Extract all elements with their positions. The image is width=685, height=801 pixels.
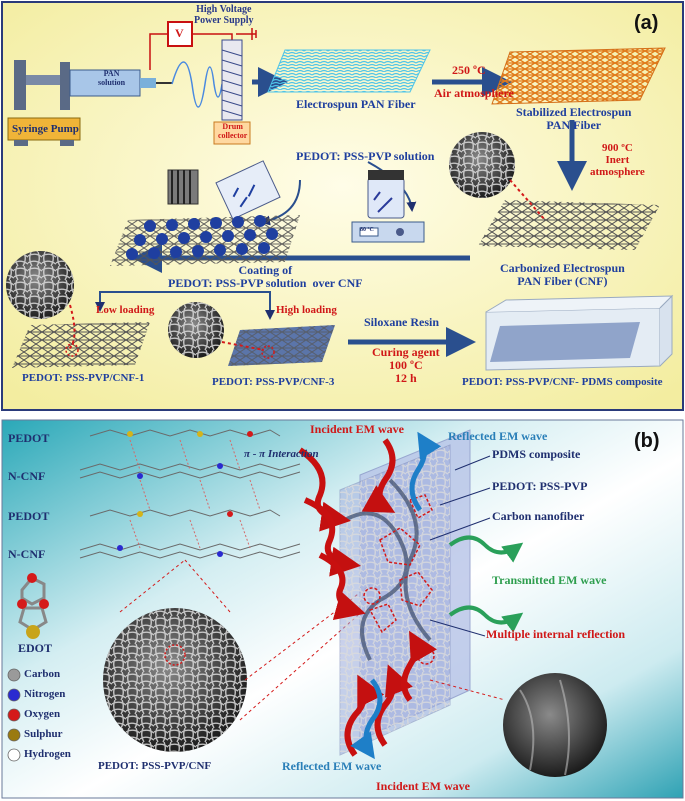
- pouring-beaker-illustration: [167, 160, 281, 220]
- coating-label: Coating of PEDOT: PSS-PVP solution over …: [168, 263, 363, 291]
- drum-collector-illustration: [213, 39, 251, 145]
- incident-top-label: Incident EM wave: [310, 422, 404, 436]
- voltage-symbol: V: [175, 26, 184, 40]
- electrospun-fiber-label: Electrospun PAN Fiber: [296, 97, 416, 111]
- stabilized-fiber-mat: [491, 47, 666, 105]
- legend-dot-carbon: [7, 668, 21, 682]
- legend-hydrogen: Hydrogen: [24, 748, 71, 760]
- power-supply-illustration: [149, 21, 257, 70]
- pedot-solution-label: PEDOT: PSS-PVP solution: [296, 149, 435, 163]
- temp-900-label: 900 ºC Inert atmosphere: [590, 142, 645, 179]
- pedot-coated-mesh: [110, 215, 300, 266]
- reflected-top-label: Reflected EM wave: [448, 429, 548, 443]
- transmitted-wave-arrows: [448, 535, 524, 633]
- solution-hotplate-illustration: [351, 170, 425, 243]
- reflected-wave-top-arrow: [409, 431, 442, 512]
- carbonized-fiber-label: Carbonized Electrospun PAN Fiber (CNF): [500, 261, 625, 289]
- incident-wave-top-arrows: [298, 438, 396, 620]
- reflected-bottom-label: Reflected EM wave: [282, 759, 382, 773]
- stack-label-pedot-2: PEDOT: [8, 509, 50, 523]
- legend-dot-oxygen: [7, 708, 21, 722]
- cnf1-mesh: [12, 322, 150, 368]
- atom-legend: [7, 668, 21, 762]
- cnf3-label: PEDOT: PSS-PVP/CNF-3: [212, 376, 335, 388]
- arrow-low-loading: [95, 291, 168, 312]
- stack-label-ncnf-2: N-CNF: [8, 547, 46, 561]
- molecular-stack-atoms: [117, 431, 253, 557]
- pan-solution-label: PAN solution: [98, 69, 126, 87]
- composite-label: PEDOT: PSS-PVP/CNF- PDMS composite: [462, 376, 663, 388]
- legend-nitrogen: Nitrogen: [24, 688, 66, 700]
- panel-b-tag: (b): [634, 430, 660, 452]
- cnf1-label: PEDOT: PSS-PVP/CNF-1: [22, 372, 145, 384]
- edot-molecule: [17, 573, 49, 639]
- incident-wave-bottom-arrows: [344, 630, 437, 757]
- arrow-high-loading: [168, 291, 275, 320]
- high-loading-label: High loading: [276, 304, 337, 316]
- sem-caption: PEDOT: PSS-PVP/CNF: [98, 760, 212, 772]
- reflected-wave-bottom-arrow: [350, 678, 383, 760]
- carbon-nanofiber-label: Carbon nanofiber: [492, 509, 585, 523]
- multiple-reflection-label: Multiple internal reflection: [486, 627, 626, 641]
- incident-bottom-label: Incident EM wave: [376, 779, 470, 793]
- electrospun-pan-mat: [267, 49, 431, 93]
- legend-carbon: Carbon: [24, 668, 61, 680]
- panel-a-tag: (a): [634, 12, 659, 34]
- legend-oxygen: Oxygen: [24, 708, 61, 720]
- legend-dot-hydrogen: [7, 748, 21, 762]
- edot-label: EDOT: [18, 641, 53, 655]
- cnf-mesh: [478, 200, 660, 250]
- legend-dot-nitrogen: [7, 688, 21, 702]
- pedot-pvp-label: PEDOT: PSS-PVP: [492, 479, 588, 493]
- stack-label-pedot-1: PEDOT: [8, 431, 50, 445]
- pi-interaction-label: π - π Interaction: [244, 448, 319, 460]
- stack-label-ncnf-1: N-CNF: [8, 469, 46, 483]
- syringe-pump-illustration: [7, 60, 172, 146]
- legend-sulphur: Sulphur: [24, 728, 63, 740]
- syringe-pump-label: Syringe Pump: [12, 123, 79, 135]
- molecular-stack: [79, 429, 301, 559]
- power-supply-label: High Voltage Power Supply: [194, 4, 254, 26]
- drum-collector-label: Drum collector: [218, 122, 248, 140]
- cross-section-sem: [503, 673, 607, 777]
- temp-250-label: 250 ºC: [452, 63, 486, 77]
- transmitted-label: Transmitted EM wave: [492, 573, 607, 587]
- low-loading-label: Low loading: [96, 304, 155, 316]
- legend-dot-sulphur: [7, 728, 21, 742]
- siloxane-label: Siloxane Resin: [364, 315, 440, 329]
- electrospinning-jet: [171, 61, 223, 108]
- hotplate-readout: 80 ºC: [360, 227, 374, 233]
- pdms-label: PDMS composite: [492, 447, 581, 461]
- pdms-composite-block: [485, 294, 674, 371]
- air-atmosphere-label: Air atmosphere: [434, 86, 514, 100]
- stabilized-fiber-label: Stabilized Electrospun PAN Fiber: [516, 105, 632, 133]
- curing-label: Curing agent 100 ºC 12 h: [372, 345, 440, 386]
- label-pointers: [429, 455, 491, 637]
